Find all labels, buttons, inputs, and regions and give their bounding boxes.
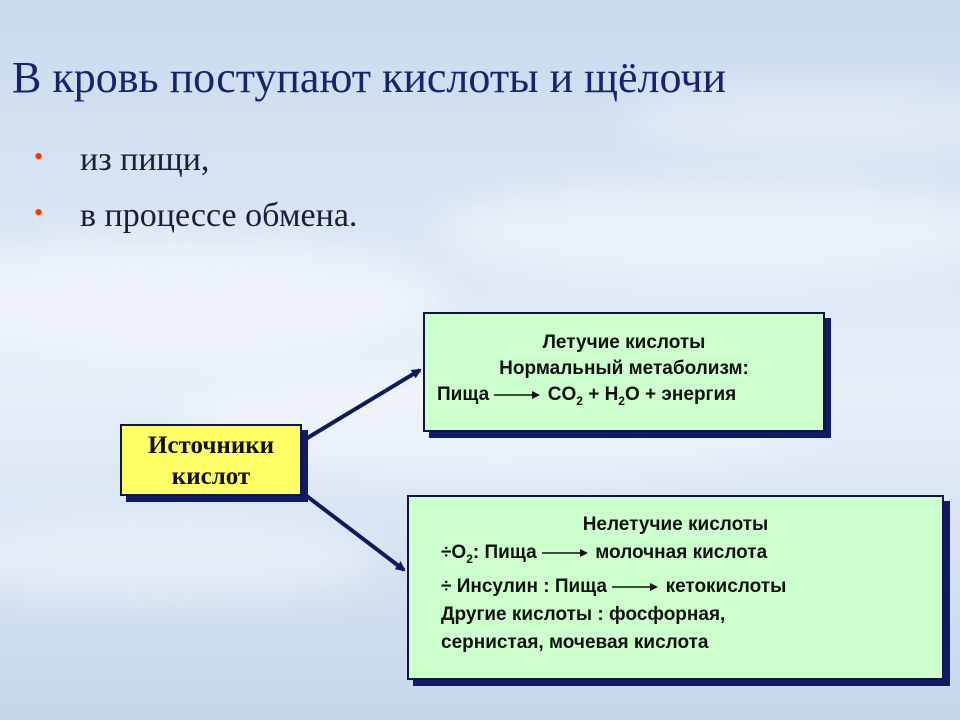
bullet-text: из пищи, (80, 141, 210, 178)
oxygen-reactant: : Пища (472, 542, 537, 563)
nonvolatile-acids-box: Нелетучие кислоты ÷O2: Пища молочная кис… (407, 495, 944, 680)
insulin-product: кетокислоты (665, 575, 787, 597)
h2o-subscript: 2 (618, 393, 625, 408)
bullet-item: • из пищи, (34, 140, 357, 180)
nonvolatile-heading: Нелетучие кислоты (582, 514, 769, 535)
bullet-list: • из пищи, • в процессе обмена. (34, 140, 357, 252)
arrow-right-icon (612, 582, 659, 591)
volatile-acids-box: Летучие кислоты Нормальный метаболизм: П… (423, 312, 825, 432)
sources-line-2: кислот (171, 463, 251, 490)
insulin-line: ÷ Инсулин : Пища кетокислоты (409, 573, 942, 601)
arrow-to-volatile (302, 368, 422, 442)
bullet-dot-icon: • (34, 198, 44, 227)
volatile-subheading: Нормальный метаболизм: (499, 358, 749, 379)
sources-line-1: Источники (147, 432, 275, 459)
other-acids-line-2: сернистая, мочевая кислота (441, 631, 709, 653)
o2-subscript: 2 (466, 551, 473, 566)
arrow-right-icon (494, 390, 541, 399)
co2-subscript: 2 (576, 393, 583, 408)
oxygen-line: ÷O2: Пища молочная кислота (409, 539, 942, 573)
arrow-to-nonvolatile (302, 492, 406, 572)
bullet-text: в процессе обмена. (80, 197, 358, 234)
bullet-dot-icon: • (34, 142, 44, 171)
oxygen-product: молочная кислота (595, 542, 768, 563)
acid-sources-box: Источники кислот (120, 424, 302, 496)
insulin-reactant: ÷ Инсулин : Пища (441, 575, 607, 597)
other-acids-line-1: Другие кислоты : фосфорная, (441, 603, 726, 625)
volatile-heading: Летучие кислоты (542, 332, 706, 353)
slide-title: В кровь поступают кислоты и щёлочи (12, 53, 727, 102)
reaction-products: O + энергия (624, 384, 737, 405)
reaction-h2o: + H (582, 384, 619, 405)
arrow-right-icon (541, 548, 588, 557)
reaction-reactant: Пища (437, 384, 490, 405)
volatile-reaction: Пища CO2 + H2O + энергия (425, 382, 823, 414)
oxygen-symbol: ÷O (441, 542, 467, 563)
reaction-co2: CO (547, 384, 577, 405)
bullet-item: • в процессе обмена. (34, 196, 357, 236)
